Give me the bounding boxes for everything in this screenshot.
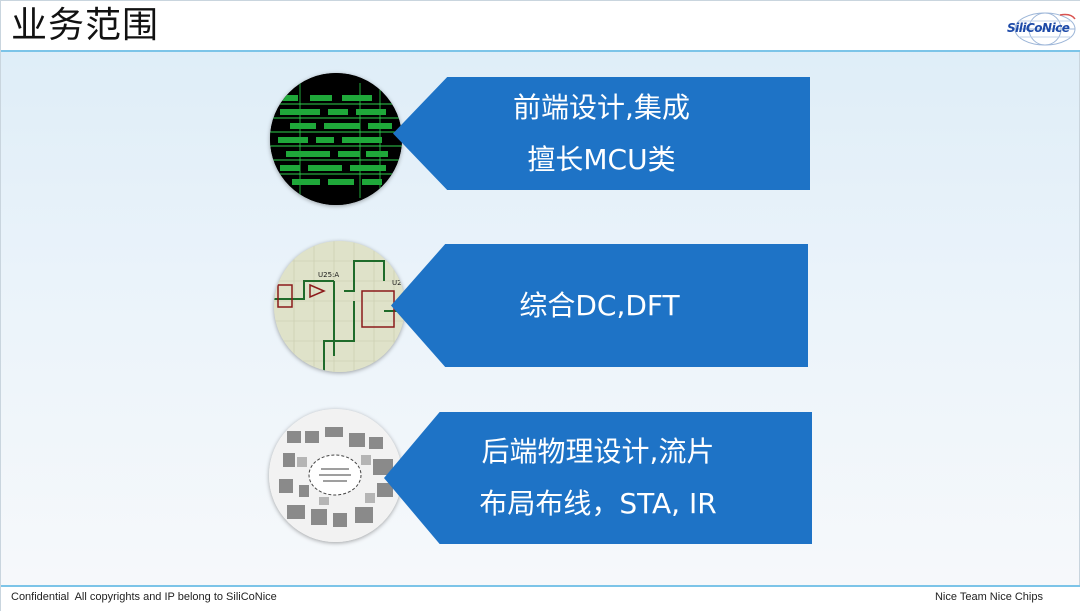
floorplan-icon	[269, 409, 402, 542]
logo-text: SiliCoNice	[1007, 21, 1070, 35]
footer-divider	[1, 585, 1080, 587]
service-panel-synthesis: 综合DC,DFT	[391, 244, 808, 367]
service-line: 布局布线，STA, IR	[479, 487, 717, 520]
schematic-icon: U25:A U2	[274, 241, 405, 372]
service-panel-backend: 后端物理设计,流片 布局布线，STA, IR	[384, 412, 812, 544]
globe-logo-icon	[1014, 12, 1076, 46]
service-line: 综合DC,DFT	[519, 288, 680, 322]
company-logo: SiliCoNice	[1005, 9, 1077, 47]
waveform-image	[270, 73, 402, 205]
slide-header: 业务范围 SiliCoNice	[1, 1, 1080, 51]
service-line: 后端物理设计,流片	[481, 435, 715, 468]
slide-title: 业务范围	[11, 5, 160, 46]
svg-text:U25:A: U25:A	[318, 271, 339, 279]
service-panel-frontend: 前端设计,集成 擅长MCU类	[393, 77, 810, 190]
waveform-icon	[270, 73, 402, 205]
footer-slogan: Nice Team Nice Chips	[934, 591, 1043, 603]
schematic-image: U25:A U2	[274, 241, 405, 372]
svg-text:U2: U2	[392, 279, 402, 287]
layout-floorplan-image	[269, 409, 402, 542]
service-line: 擅长MCU类	[527, 142, 676, 176]
confidential-notice: Confidential All copyrights and IP belon…	[11, 591, 277, 603]
service-line: 前端设计,集成	[513, 90, 690, 124]
slide-footer: Confidential All copyrights and IP belon…	[1, 587, 1080, 612]
header-divider	[1, 50, 1080, 52]
